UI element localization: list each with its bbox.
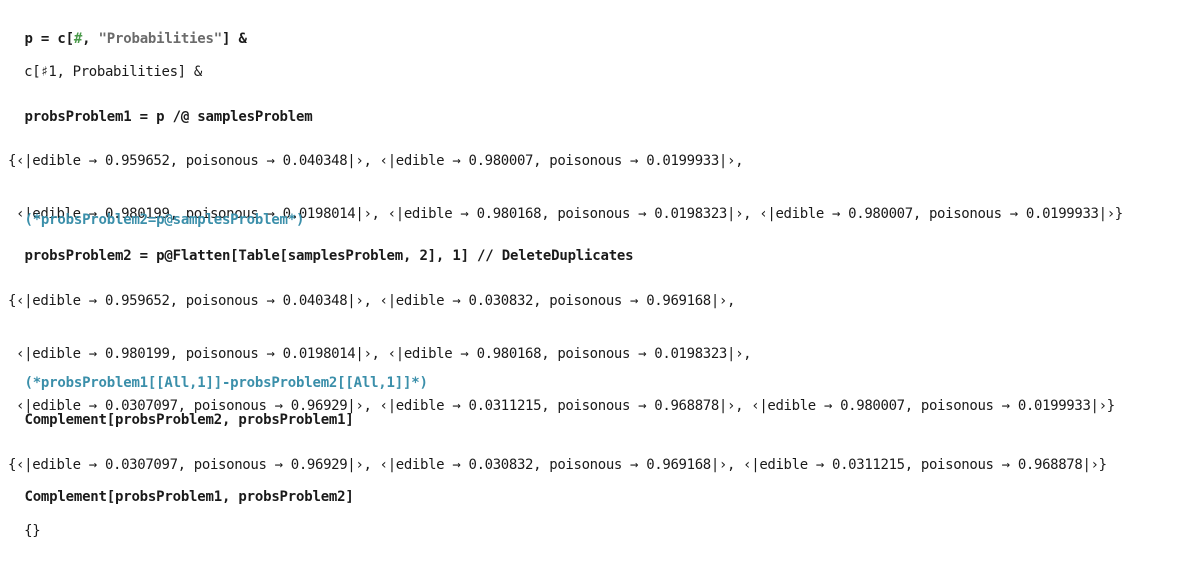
output-line: {‹|edible → 0.959652, poisonous → 0.0403… <box>8 153 744 169</box>
code-token: , <box>82 31 99 47</box>
code-token: probsProblem1 = p /@ samplesProblem <box>24 109 313 125</box>
string-token: "Probabilities" <box>98 31 223 47</box>
output-line: ‹|edible → 0.980199, poisonous → 0.01980… <box>8 345 752 362</box>
code-token: probsProblem2 = p@Flatten[Table[samplesP… <box>24 248 634 264</box>
comment-text: (*probsProblem2=p@samplesProblem*) <box>24 212 305 228</box>
comment-cell-probsProblem2-alt[interactable]: (*probsProblem2=p@samplesProblem*) <box>8 199 304 227</box>
output-line: ‹|edible → 0.980199, poisonous → 0.01980… <box>8 205 1123 222</box>
output-line: {‹|edible → 0.959652, poisonous → 0.0403… <box>8 293 736 309</box>
output-cell-probsProblem1: {‹|edible → 0.959652, poisonous → 0.0403… <box>8 121 1123 240</box>
code-token: Complement[probsProblem1, probsProblem2] <box>24 489 354 505</box>
output-cell-complement-2-1: {‹|edible → 0.0307097, poisonous → 0.969… <box>8 425 1107 492</box>
comment-cell-difference[interactable]: (*probsProblem1[[All,1]]-probsProblem2[[… <box>8 362 428 391</box>
comment-text: (*probsProblem1[[All,1]]-probsProblem2[[… <box>24 375 428 391</box>
input-cell-probsProblem1[interactable]: probsProblem1 = p /@ samplesProblem <box>8 96 312 124</box>
output-line: {} <box>24 523 41 539</box>
code-token: p = c[ <box>24 31 74 47</box>
input-cell-complement-1-2[interactable]: Complement[probsProblem1, probsProblem2] <box>8 476 354 505</box>
input-cell-probsProblem2[interactable]: probsProblem2 = p@Flatten[Table[samplesP… <box>8 235 633 263</box>
code-token: Complement[probsProblem2, probsProblem1] <box>24 412 354 428</box>
output-cell-probsProblem2: {‹|edible → 0.959652, poisonous → 0.0403… <box>8 261 1115 433</box>
input-cell-complement-2-1[interactable]: Complement[probsProblem2, probsProblem1] <box>8 399 354 428</box>
output-line: c[♯1, Probabilities] & <box>24 64 202 80</box>
input-cell-define-p[interactable]: p = c[#, "Probabilities"] & <box>8 18 247 47</box>
output-cell-define-p: c[♯1, Probabilities] & <box>8 51 202 79</box>
output-line: {‹|edible → 0.0307097, poisonous → 0.969… <box>8 457 1107 473</box>
slot-token: # <box>73 31 83 47</box>
output-cell-complement-1-2: {} <box>8 510 41 539</box>
code-token: ] & <box>221 31 247 47</box>
output-line: ‹|edible → 0.0307097, poisonous → 0.9692… <box>8 398 1115 414</box>
